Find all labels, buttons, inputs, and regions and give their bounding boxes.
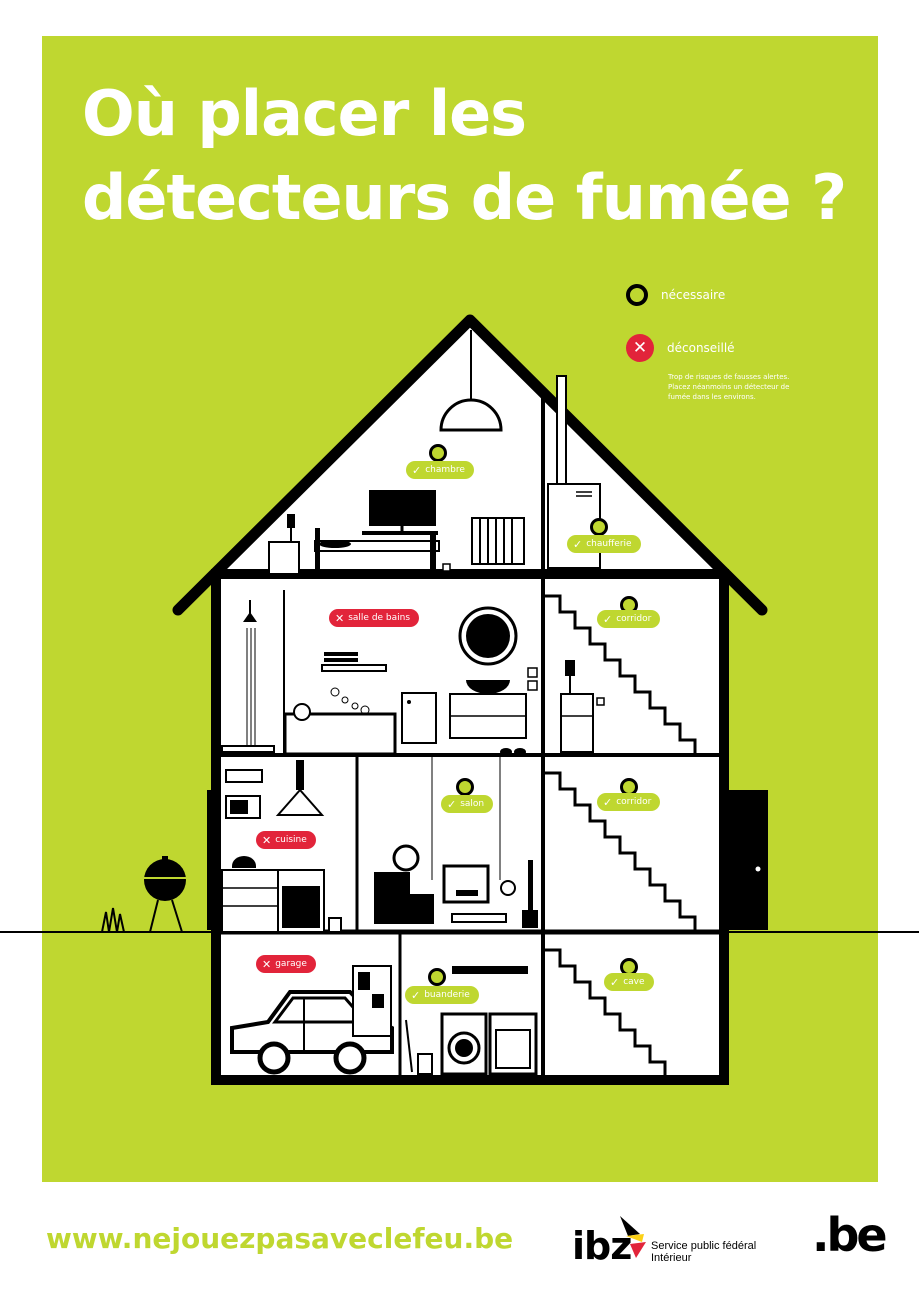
detector-ring-icon	[626, 284, 648, 306]
tag-cuisine: ✕cuisine	[256, 831, 316, 849]
tag-garage: ✕garage	[256, 955, 316, 973]
ibz-line-2: Intérieur	[651, 1252, 692, 1264]
ibz-wordmark: ibz	[572, 1224, 632, 1268]
detector-chaufferie-icon	[590, 518, 608, 536]
cross-icon: ✕	[626, 334, 654, 362]
person-icon	[392, 844, 420, 872]
detector-salon-icon	[456, 778, 474, 796]
legend-required: nécessaire	[626, 284, 725, 306]
website-link[interactable]: www.nejouezpasaveclefeu.be	[46, 1222, 514, 1255]
cross-icon: ✕	[335, 611, 345, 625]
barbecue-icon	[144, 856, 186, 933]
legend-discouraged: ✕ déconseillé	[626, 334, 735, 362]
washbasin-cabinet-icon	[401, 692, 437, 744]
check-icon: ✓	[412, 463, 422, 477]
check-icon: ✓	[603, 612, 613, 626]
be-logo: .be	[812, 1208, 888, 1262]
ceiling-lamp-icon	[439, 398, 503, 432]
kettle-icon	[232, 856, 256, 868]
tag-chambre: ✓chambre	[406, 461, 474, 479]
cross-icon: ✕	[262, 833, 272, 847]
ibz-logo: ibz Service public fédéral Intérieur	[570, 1212, 790, 1272]
tag-buanderie: ✓buanderie	[405, 986, 479, 1004]
check-icon: ✓	[610, 975, 620, 989]
legend-required-label: nécessaire	[661, 288, 726, 302]
entrance-door	[728, 790, 768, 930]
ibz-line-1: Service public fédéral	[651, 1240, 757, 1252]
radiator-icon	[471, 517, 525, 565]
detector-chambre-icon	[429, 444, 447, 462]
check-icon: ✓	[573, 537, 583, 551]
fireplace-icon	[442, 864, 490, 904]
legend-discouraged-label: déconseillé	[667, 341, 735, 355]
tag-corridor-1: ✓corridor	[597, 610, 661, 628]
detector-buanderie-icon	[428, 968, 446, 986]
check-icon: ✓	[447, 797, 457, 811]
cooker-hood-icon	[275, 788, 325, 816]
ibz-flag-icon	[620, 1216, 646, 1258]
tag-salle-de-bains: ✕salle de bains	[329, 609, 420, 627]
shower-head-icon	[243, 612, 257, 622]
cross-icon: ✕	[262, 957, 272, 971]
tag-corridor-2: ✓corridor	[597, 793, 661, 811]
tag-salon: ✓salon	[441, 795, 494, 813]
grass-icon	[101, 907, 125, 933]
check-icon: ✓	[603, 795, 613, 809]
legend-discouraged-note: Trop de risques de fausses alertes. Plac…	[668, 373, 790, 401]
tag-chaufferie: ✓chaufferie	[567, 535, 641, 553]
poster-title: Où placer les détecteurs de fumée ?	[82, 77, 847, 234]
check-icon: ✓	[411, 988, 421, 1002]
tag-cave: ✓cave	[604, 973, 654, 991]
tv-icon	[369, 490, 436, 526]
